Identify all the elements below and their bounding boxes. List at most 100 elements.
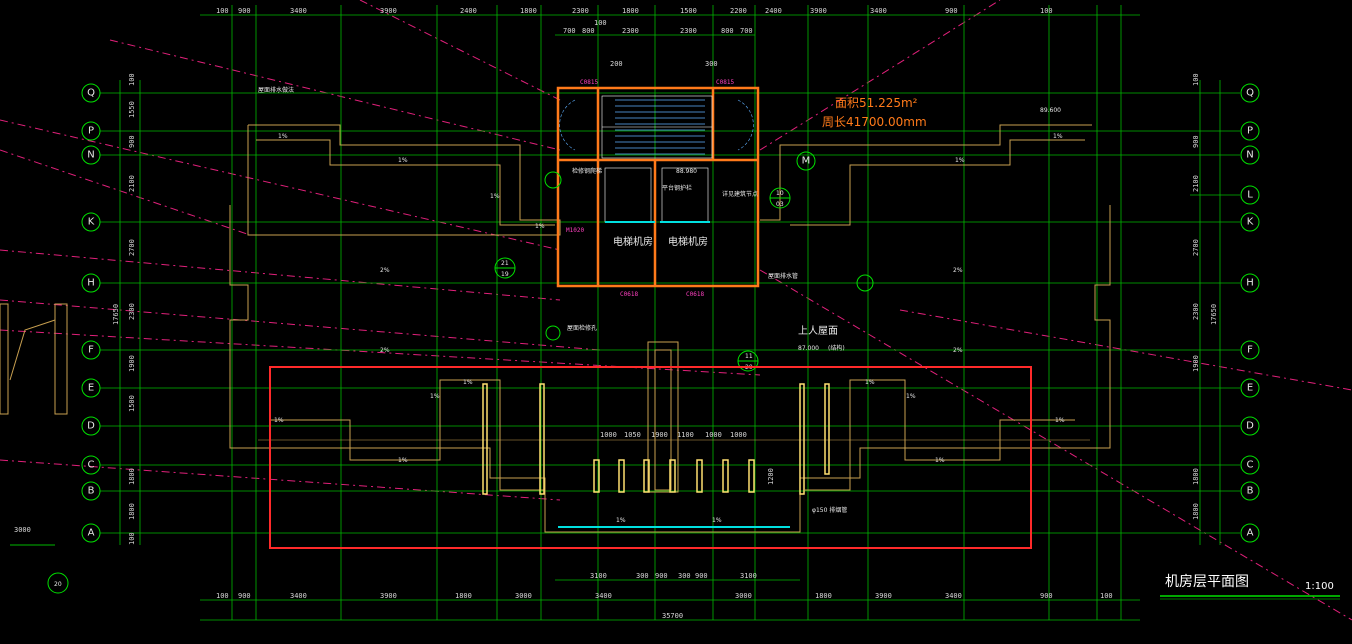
dim-bottom-8: 1800 [815,592,832,600]
dim-right-3: 2100 [1192,175,1200,192]
tag-0: C0815 [580,79,598,86]
dim-bottom-7: 3000 [735,592,752,600]
axis-right-7: E [1247,383,1253,394]
dim-bottom-3: 3900 [380,592,397,600]
slope-11: 1% [398,457,408,464]
vent-height: 1200 [767,468,775,485]
dim-right-4: 2700 [1192,239,1200,256]
axis-right-1: P [1247,126,1253,137]
axis-right-5: H [1246,278,1254,289]
drawing-title: 机房层平面图 [1165,574,1249,590]
ref-20-left: 20 [54,581,62,588]
dim-left-7: 1900 [128,355,136,372]
slope-13: 1% [463,379,473,386]
opening-tags: C0815 C0815 M1020 C0618 C0618 [566,79,734,298]
dim-bottom-6: 3400 [595,592,612,600]
ref-10: 10 [776,190,784,197]
ref-19: 19 [501,271,509,278]
note-0: 屋面排水做法 [258,86,294,94]
dim-left-0: 100 [128,73,136,86]
machine-room-label-2: 电梯机房 [668,235,708,248]
axis-left-1: P [88,126,94,137]
note-1: 检修钢爬梯 [572,167,602,175]
axis-right-11: A [1247,528,1254,539]
slope-0: 1% [278,133,288,140]
dim-top-3: 3900 [380,7,397,15]
dim-bottom-10: 3400 [945,592,962,600]
axis-mid-m: M [802,156,811,167]
top-dimensions: 100 900 3400 3900 2400 1800 2300 1800 15… [216,7,1053,68]
dim-bottom2-4: 900 [695,572,708,580]
dim-bottom-4: 1800 [455,592,472,600]
ref-03: 03 [776,201,784,208]
slope-2: 1% [490,193,500,200]
axis-left-9: B [88,486,95,497]
dim-top2-2: 2300 [622,27,639,35]
note-3: 详见建筑节点 [722,190,758,198]
roof-label: 上人屋面 [798,325,838,337]
dim-left-1: 1550 [128,101,136,118]
dim-left-6: 2300 [128,303,136,320]
axis-left-0: Q [87,88,95,99]
dim-bottom-1: 900 [238,592,251,600]
dim-top2-0: 700 [563,27,576,35]
dim-top-14: 100 [1040,7,1053,15]
dim-left-2: 900 [128,135,136,148]
side-dimensions: 100 1550 900 2100 2700 2300 1900 1500 18… [112,73,1218,545]
slope-16: 1% [865,379,875,386]
slope-5: 1% [1053,133,1063,140]
dim-left-3: 2100 [128,175,136,192]
vent-dim-1: 1050 [624,431,641,439]
slope-15: 1% [712,517,722,524]
dim-bottom-2: 3400 [290,592,307,600]
axis-grid-lines [100,5,1240,621]
dim-top-12: 3400 [870,7,887,15]
tag-3: C0618 [620,291,638,298]
dim-right-total: 17650 [1210,304,1218,325]
tag-4: C0618 [686,291,704,298]
dim-bottom-11: 900 [1040,592,1053,600]
dim-top-5: 1800 [520,7,537,15]
dim-top2-4: 800 [721,27,734,35]
slope-1: 1% [398,157,408,164]
vent-dim-0: 1000 [600,431,617,439]
dim-left-11: 1800 [128,503,136,520]
dim-bottom2-3: 300 [678,572,691,580]
axis-right-8: D [1246,421,1254,432]
vent-dimensions: 1000 1050 1900 1100 1000 1000 1200 [600,431,775,485]
axis-left-10: A [88,528,95,539]
dim-bottom2-1: 300 [636,572,649,580]
machine-room-label-1: 电梯机房 [613,235,653,248]
perimeter-label: 周长41700.00mm [822,115,927,129]
highlight-selection-box[interactable] [269,366,1032,549]
slope-18: 1% [935,457,945,464]
right-axis-labels: Q P N L K H F E D C B A M [802,88,1254,539]
right-elevation: 89.600 [1040,107,1061,114]
axis-left-4: H [87,278,95,289]
note-6: φ150 排烟管 [812,506,847,514]
axis-left-7: D [87,421,95,432]
axis-left-2: N [87,150,94,161]
dim-top2-3: 2300 [680,27,697,35]
slope-labels: 1% 1% 1% 1% 1% 1% 2% 2% 2% 2% 1% 1% 1% 1… [274,133,1065,524]
vent-dim-4: 1000 [705,431,722,439]
tag-1: C0815 [716,79,734,86]
axis-right-3: L [1247,190,1253,201]
dim-bottom2-5: 3100 [740,572,757,580]
bottom-dimensions: 100 900 3400 3900 1800 3000 3400 3000 18… [216,572,1113,620]
tag-2: M1020 [566,227,584,234]
roof-elevation: 87.000 [798,345,819,352]
dim-right-0: 100 [1192,73,1200,86]
dim-top-11: 3900 [810,7,827,15]
slope-3: 1% [535,223,545,230]
dim-top-6: 2300 [572,7,589,15]
dim-right-10: 1800 [1192,468,1200,485]
ref-21: 21 [501,260,509,267]
vent-dim-3: 1100 [677,431,694,439]
dim-top-7: 1800 [622,7,639,15]
dim-top-10: 2400 [765,7,782,15]
vent-dim-2: 1900 [651,431,668,439]
left-axis-labels: Q P N K H F E D C B A [87,88,95,539]
dim-left-8: 1500 [128,395,136,412]
